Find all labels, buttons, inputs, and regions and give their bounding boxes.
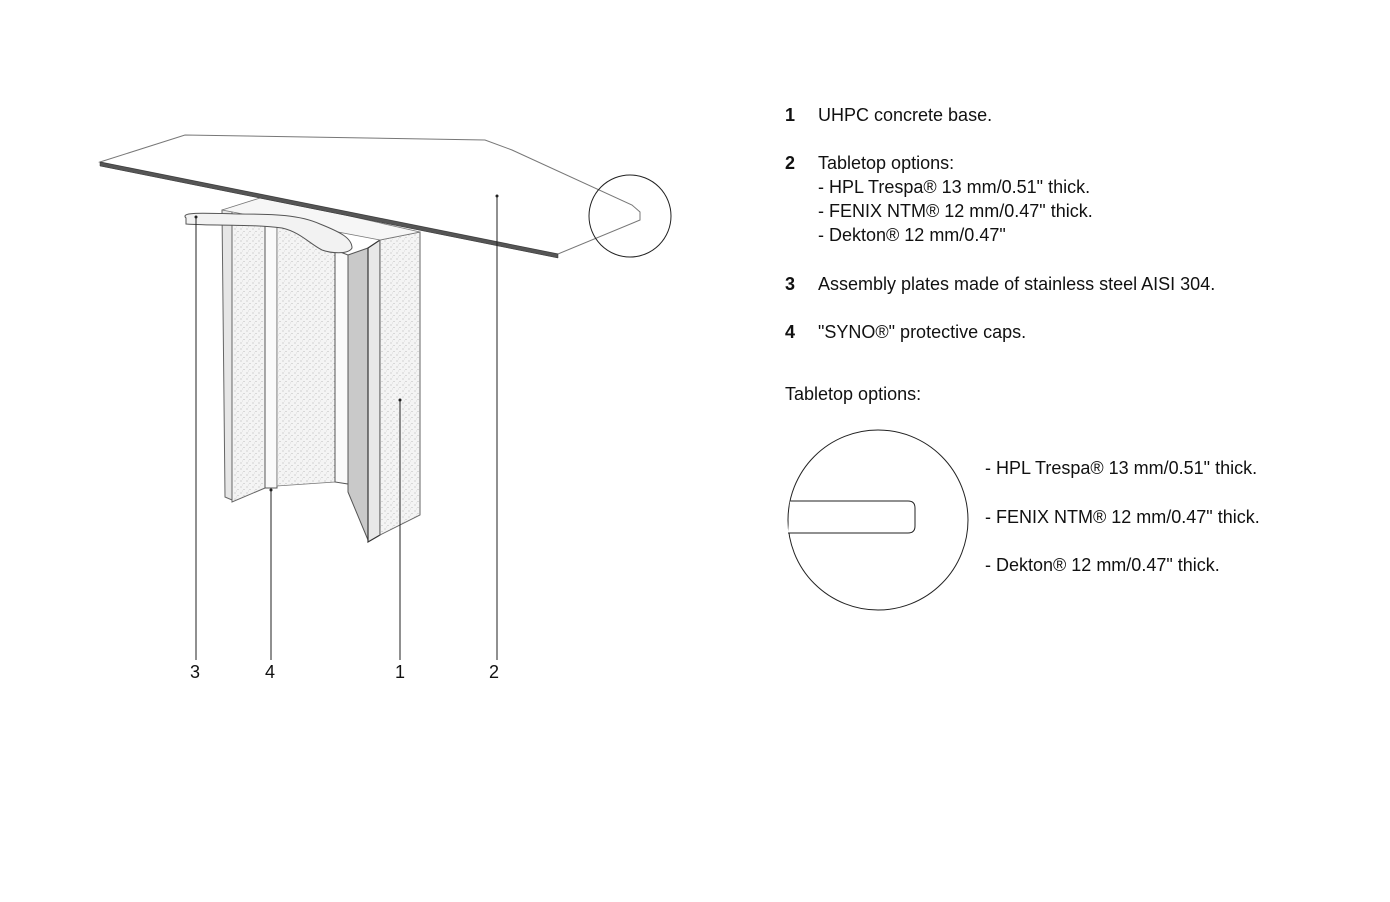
- legend-number: 2: [785, 153, 796, 173]
- assembly-plate: [184, 212, 353, 254]
- legend-text: UHPC concrete base.: [818, 105, 993, 125]
- tabletop-option: - FENIX NTM® 12 mm/0.47" thick.: [985, 507, 1260, 527]
- callout-4: 4: [265, 662, 276, 682]
- legend-text: Assembly plates made of stainless steel …: [818, 274, 1216, 294]
- leader-lines: [195, 196, 498, 660]
- callout-2: 2: [489, 662, 500, 682]
- callout-3: 3: [190, 662, 201, 682]
- legend-text: Tabletop options:: [818, 153, 955, 173]
- callout-1: 1: [395, 662, 406, 682]
- legend-subline: - HPL Trespa® 13 mm/0.51" thick.: [818, 177, 1091, 197]
- legend-number: 3: [785, 274, 796, 294]
- tabletop-edge-detail: [787, 429, 969, 611]
- legend-subline: - Dekton® 12 mm/0.47": [818, 225, 1006, 245]
- concrete-base: [221, 197, 421, 544]
- legend-number: 1: [785, 105, 796, 125]
- legend-number: 4: [785, 322, 796, 342]
- tabletop-options-heading: Tabletop options:: [785, 384, 922, 404]
- tabletop-option: - Dekton® 12 mm/0.47" thick.: [985, 555, 1220, 575]
- detail-circle-marker: [588, 174, 672, 258]
- legend-text: "SYNO®" protective caps.: [818, 322, 1027, 342]
- tabletop-option: - HPL Trespa® 13 mm/0.51" thick.: [985, 458, 1258, 478]
- legend-subline: - FENIX NTM® 12 mm/0.47" thick.: [818, 201, 1093, 221]
- tabletop: [98, 134, 641, 259]
